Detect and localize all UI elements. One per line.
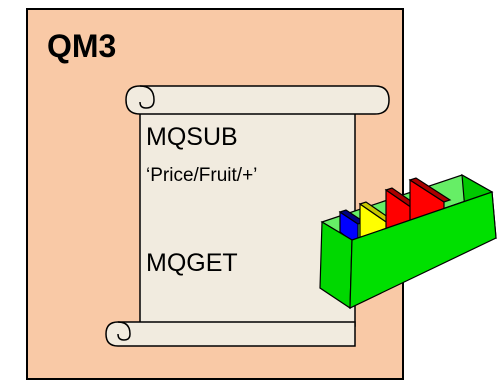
mqsub-command: MQSUB [146, 123, 238, 151]
mqget-command: MQGET [146, 249, 238, 277]
topic-string: ‘Price/Fruit/+’ [146, 165, 258, 186]
scroll-icon [105, 85, 390, 347]
queue-manager-title: QM3 [47, 28, 117, 64]
message-tray-icon [319, 173, 497, 310]
